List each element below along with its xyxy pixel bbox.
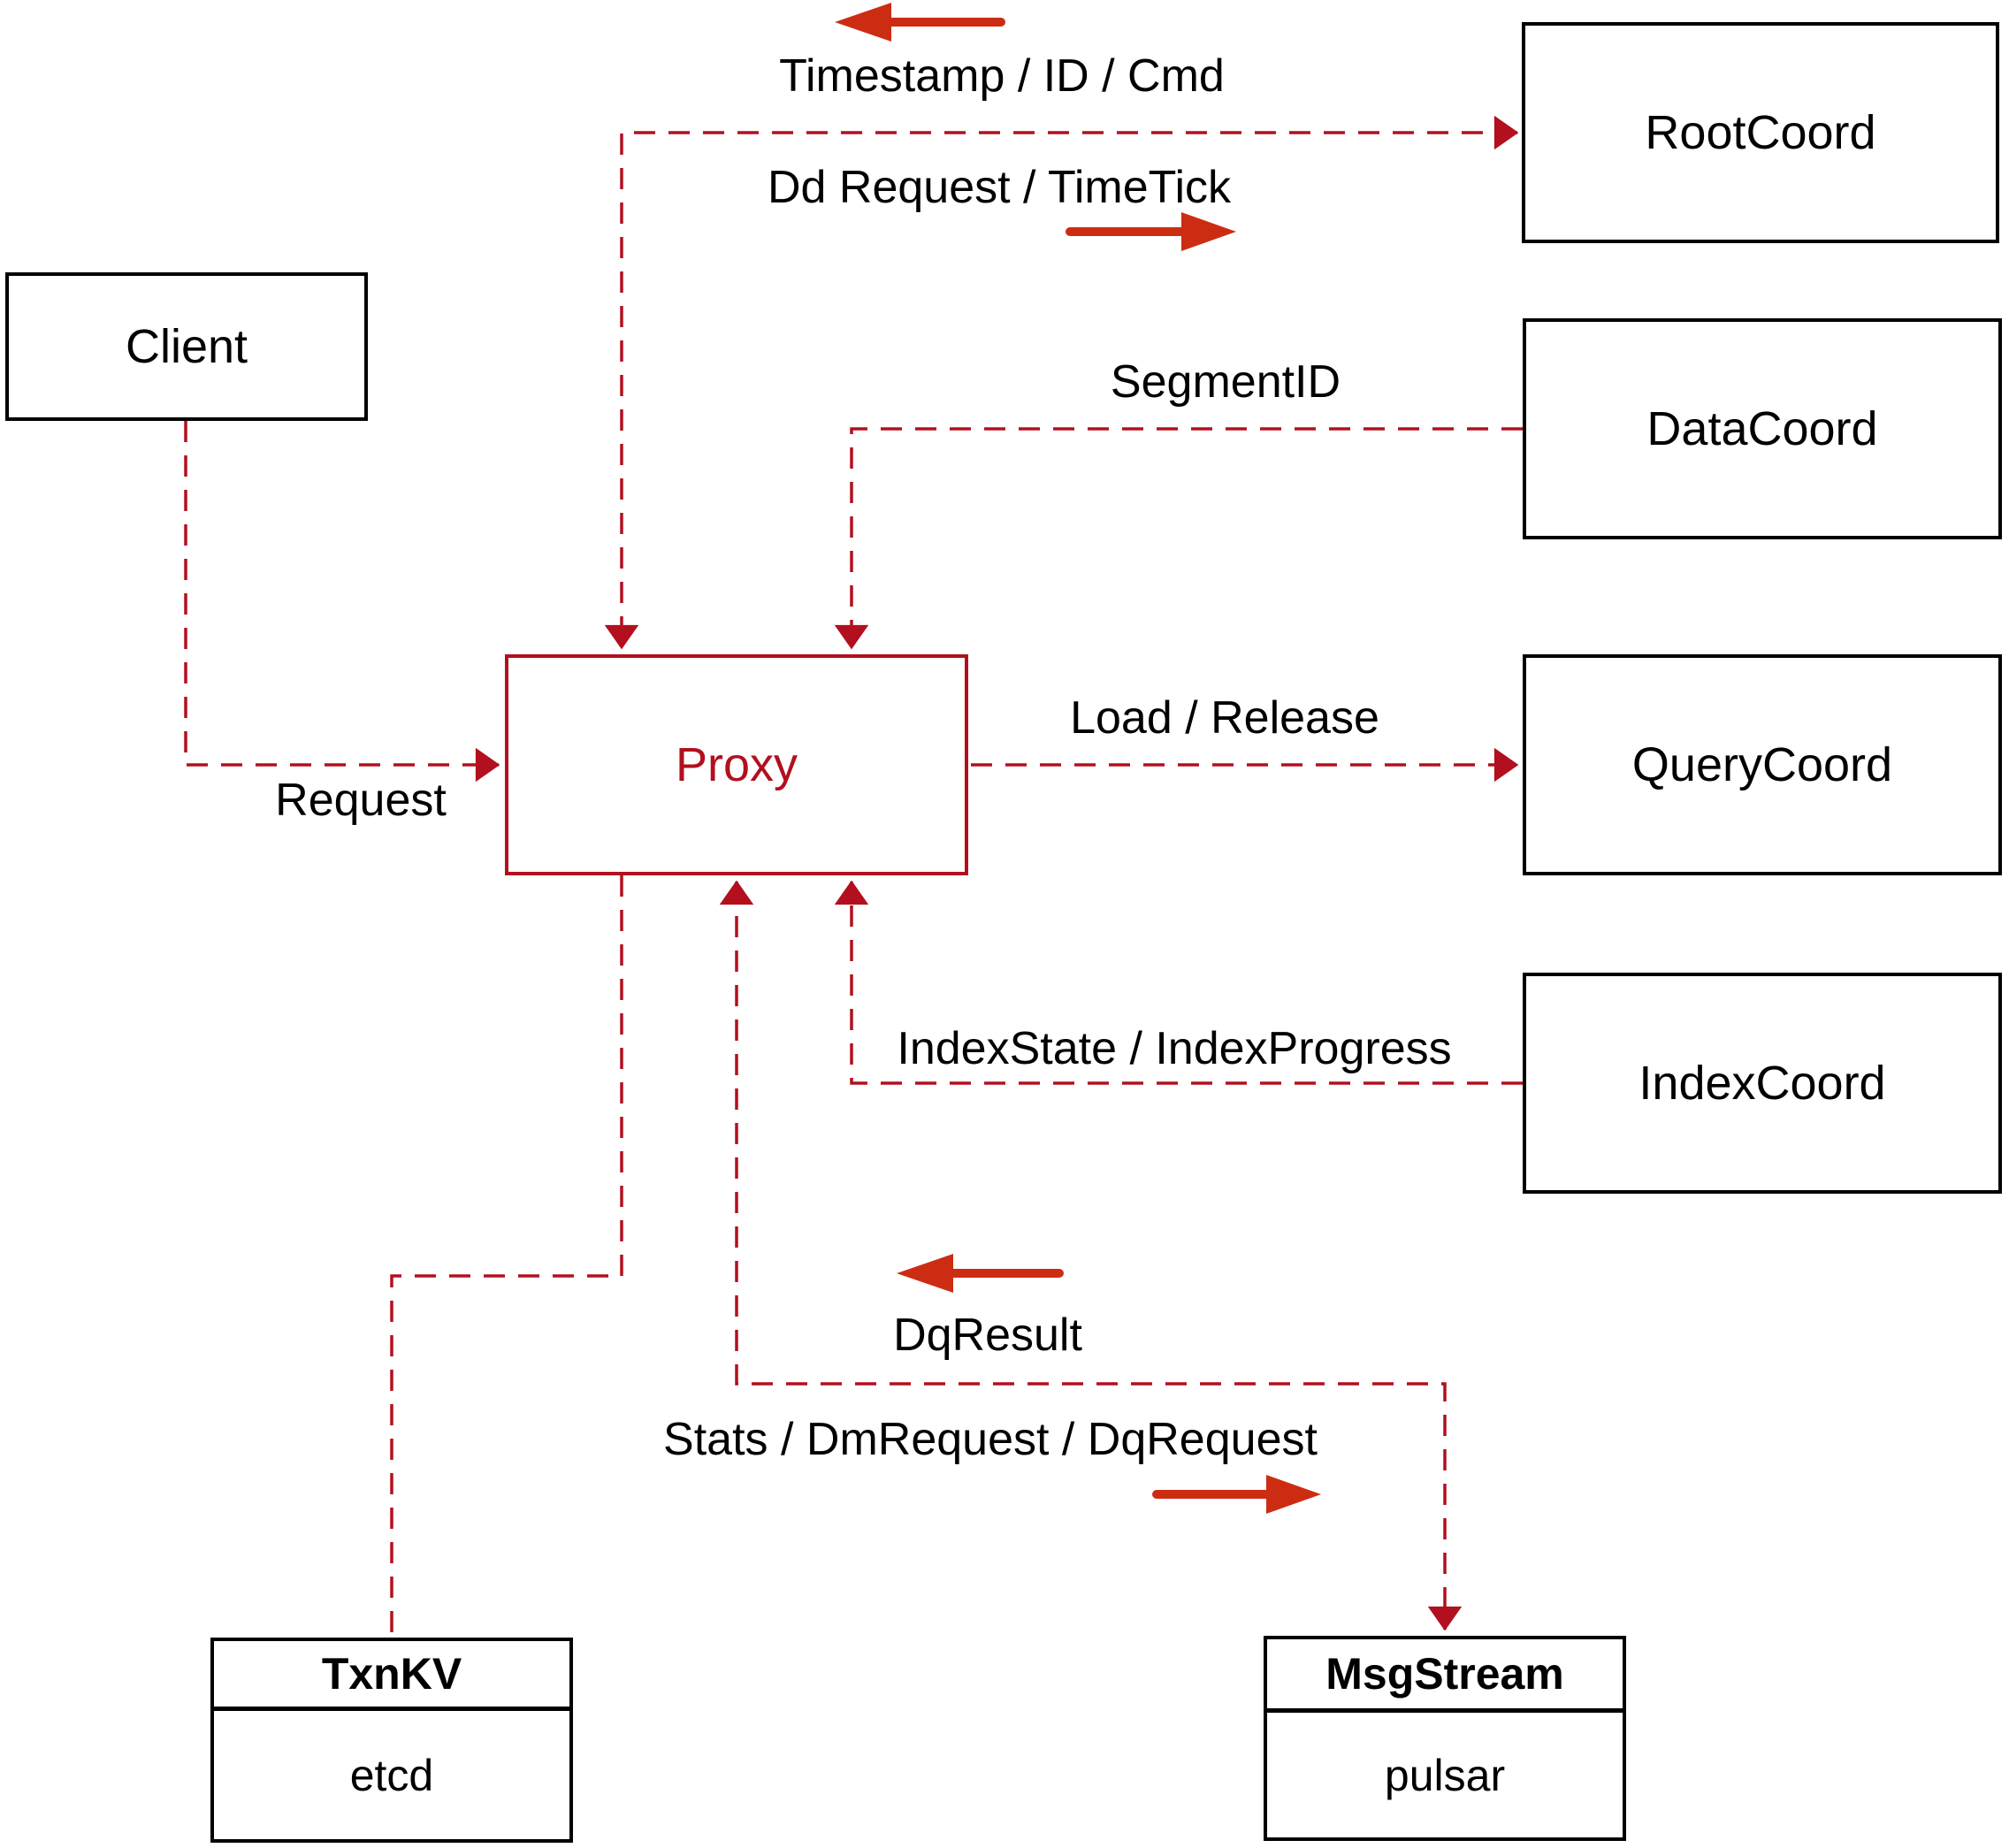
node-msgstream-sublabel: pulsar xyxy=(1384,1750,1506,1800)
edge-label-request: Request xyxy=(275,775,447,826)
edge-label-stats-dmrequest-dqrequest: Stats / DmRequest / DqRequest xyxy=(663,1414,1318,1465)
direction-arrow-left-top xyxy=(835,3,1005,42)
direction-arrow-right-ddrequest xyxy=(1066,212,1236,251)
edge-datacoord-proxy xyxy=(834,427,1523,650)
node-rootcoord-label: RootCoord xyxy=(1645,106,1876,159)
edge-proxy-txnkv xyxy=(390,875,623,1636)
node-querycoord: QueryCoord xyxy=(1523,654,2002,875)
edge-label-dqresult: DqResult xyxy=(893,1310,1082,1361)
node-msgstream-label: MsgStream xyxy=(1325,1649,1564,1699)
node-client: Client xyxy=(5,272,368,421)
node-client-label: Client xyxy=(125,320,248,373)
node-msgstream-header: MsgStream xyxy=(1267,1639,1623,1713)
edge-label-dd-request-timetick: Dd Request / TimeTick xyxy=(767,162,1232,213)
node-datacoord: DataCoord xyxy=(1523,318,2002,539)
node-proxy-label: Proxy xyxy=(675,738,798,791)
edge-label-load-release: Load / Release xyxy=(1070,692,1379,744)
node-txnkv-body: etcd xyxy=(214,1711,569,1839)
node-indexcoord-label: IndexCoord xyxy=(1639,1057,1886,1110)
edge-label-indexstate-indexprogress: IndexState / IndexProgress xyxy=(897,1023,1452,1074)
node-txnkv-header: TxnKV xyxy=(214,1641,569,1711)
edge-label-segment-id: SegmentID xyxy=(1110,356,1341,408)
node-indexcoord: IndexCoord xyxy=(1523,973,2002,1194)
node-querycoord-label: QueryCoord xyxy=(1631,738,1893,791)
node-txnkv-sublabel: etcd xyxy=(349,1750,434,1800)
node-msgstream: MsgStream pulsar xyxy=(1264,1636,1626,1841)
edge-label-timestamp-id-cmd: Timestamp / ID / Cmd xyxy=(779,50,1225,102)
node-rootcoord: RootCoord xyxy=(1522,22,1999,243)
direction-arrow-right-stats xyxy=(1152,1475,1321,1514)
node-datacoord-label: DataCoord xyxy=(1646,402,1878,455)
edge-proxy-msgstream xyxy=(719,880,1463,1631)
node-msgstream-body: pulsar xyxy=(1267,1713,1623,1837)
direction-arrow-left-dqresult xyxy=(897,1254,1064,1293)
node-txnkv: TxnKV etcd xyxy=(210,1638,573,1843)
edge-client-proxy xyxy=(184,421,500,783)
node-txnkv-label: TxnKV xyxy=(321,1649,462,1699)
node-proxy: Proxy xyxy=(505,654,968,875)
